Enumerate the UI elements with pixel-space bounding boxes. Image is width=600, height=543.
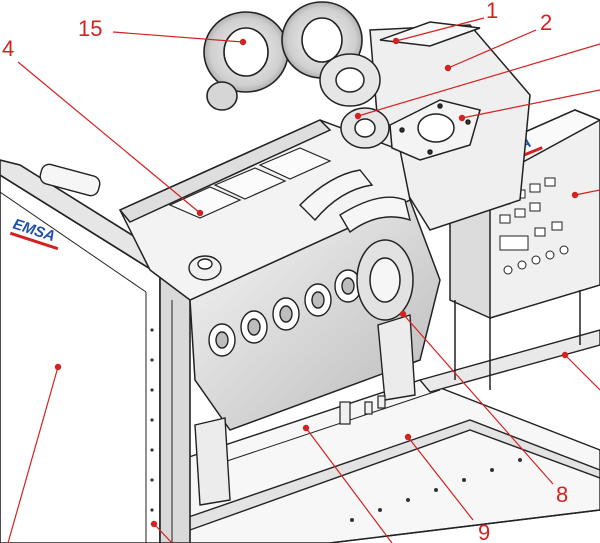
exhaust-flange <box>389 99 481 161</box>
callout-leader-lines <box>7 17 600 543</box>
cylinder-ports <box>208 269 362 357</box>
callout-8: 8 <box>556 482 569 507</box>
base-fittings <box>339 395 386 425</box>
callout-2: 2 <box>540 10 553 35</box>
skid-holes <box>350 458 522 522</box>
radiator-bolts <box>150 328 154 512</box>
callout-1: 1 <box>486 0 499 23</box>
panel-meters <box>499 177 569 275</box>
intake-pipes <box>39 163 411 234</box>
flywheel <box>356 239 414 321</box>
radiator <box>0 159 191 543</box>
turbochargers <box>319 53 390 149</box>
callout-4: 4 <box>2 36 15 61</box>
oil-filler <box>188 255 222 281</box>
engine-mounts <box>194 314 416 506</box>
callout-9: 9 <box>478 520 491 543</box>
callout-15: 15 <box>78 16 103 41</box>
air-filters <box>203 1 363 111</box>
engine-valve-covers <box>168 147 332 219</box>
